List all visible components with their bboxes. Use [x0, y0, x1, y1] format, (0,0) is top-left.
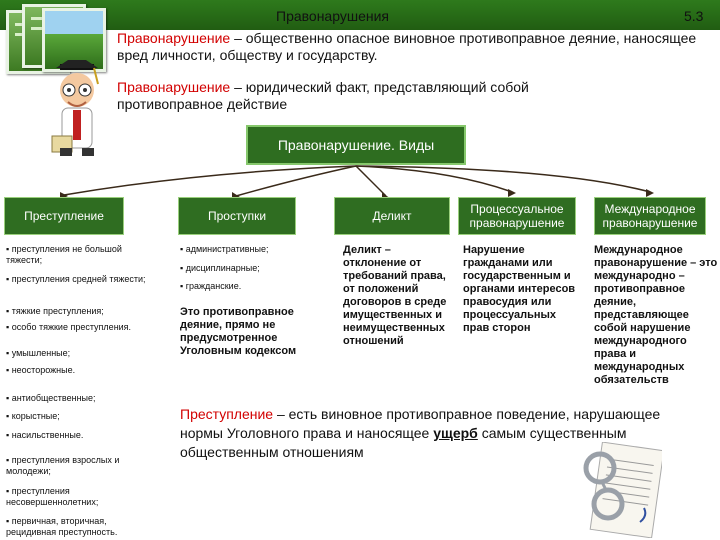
- connector-line: [63, 165, 357, 196]
- crime-type-item: ▪ преступления не большой тяжести;: [6, 244, 122, 265]
- crime-definition-term: Преступление: [180, 406, 274, 422]
- delict-definition: Деликт – отклонение от требований права,…: [343, 244, 447, 347]
- arrowhead: [508, 189, 516, 197]
- crime-definition-text-end: самым существенным общественным отношени…: [180, 425, 627, 460]
- misdemeanor-type-item: ▪ гражданские.: [180, 281, 242, 291]
- definition-2: Правонарушение – юридический факт, предс…: [117, 79, 617, 113]
- category-misdemeanor: Проступки: [178, 197, 296, 235]
- crime-type-item: ▪ неосторожные.: [6, 365, 76, 375]
- top-bar: [0, 0, 720, 30]
- handcuffs-document-icon: [583, 442, 662, 538]
- connector-line: [235, 165, 357, 197]
- definition-1: Правонарушение – общественно опасное вин…: [117, 30, 707, 64]
- category-procedural: Процессуальное правонарушение: [458, 197, 576, 235]
- procedural-definition: Нарушение гражданами или государственным…: [463, 244, 576, 334]
- misdemeanor-definition: Это противоправное деяние, прямо не пред…: [180, 306, 297, 357]
- crime-definition-text: – есть виновное противоправное поведение…: [180, 406, 661, 441]
- category-crime: Преступление: [4, 197, 124, 235]
- international-definition: Международное правонарушение – это между…: [594, 244, 718, 386]
- connector-line: [355, 165, 651, 193]
- crime-definition-emphasis: ущерб: [433, 425, 478, 441]
- crime-type-item: ▪ преступления несовершеннолетних;: [6, 486, 99, 507]
- crime-type-item: ▪ насильственные.: [6, 430, 84, 440]
- crime-type-item: ▪ тяжкие преступления;: [6, 306, 104, 316]
- slide-number: 5.3: [684, 8, 704, 24]
- connector-line: [355, 165, 513, 193]
- page-title: Правонарушения: [276, 8, 389, 24]
- crime-type-item: ▪ умышленные;: [6, 348, 71, 358]
- definition-term: Правонарушение: [117, 79, 231, 95]
- crime-type-item: ▪ первичная, вторичная, рецидивная прест…: [6, 516, 118, 537]
- category-delict: Деликт: [334, 197, 450, 235]
- professor-mascot-icon: [51, 60, 99, 156]
- misdemeanor-type-item: ▪ дисциплинарные;: [180, 263, 260, 273]
- crime-type-item: ▪ особо тяжкие преступления.: [6, 322, 132, 332]
- decorative-photo-stack: [0, 0, 112, 100]
- crime-type-item: ▪ преступления средней тяжести;: [6, 274, 146, 284]
- definition-text: – общественно опасное виновное противопр…: [117, 30, 697, 63]
- diagram-main-node: Правонарушение. Виды: [246, 125, 466, 165]
- arrowhead: [646, 189, 654, 197]
- crime-definition: Преступление – есть виновное противоправ…: [180, 405, 700, 462]
- crime-type-item: ▪ корыстные;: [6, 411, 60, 421]
- definition-text: – юридический факт, представляющий собой…: [117, 79, 529, 112]
- category-international: Международное правонарушение: [594, 197, 706, 235]
- definition-term: Правонарушение: [117, 30, 231, 46]
- crime-type-item: ▪ преступления взрослых и молодежи;: [6, 455, 120, 476]
- connector-line: [355, 165, 387, 197]
- misdemeanor-type-item: ▪ административные;: [180, 244, 269, 254]
- crime-type-item: ▪ антиобщественные;: [6, 393, 96, 403]
